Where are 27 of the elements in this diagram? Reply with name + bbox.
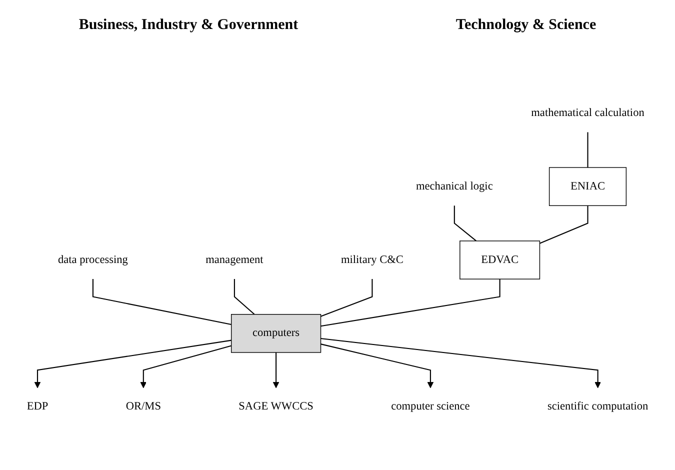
connector [587, 132, 588, 168]
node-text: OR/MS [126, 400, 161, 412]
arrow [140, 345, 232, 388]
arrow [320, 338, 601, 388]
node-box: ENIAC [548, 167, 627, 206]
connector [320, 279, 373, 317]
node-text: EDP [26, 400, 48, 412]
node-text: scientific computation [547, 400, 648, 412]
node-text: mathematical calculation [531, 106, 644, 119]
connector [234, 279, 255, 315]
connector [454, 206, 477, 242]
column-heading: Technology & Science [456, 16, 596, 34]
arrow [272, 352, 280, 388]
connector [320, 279, 500, 327]
connector [540, 206, 588, 244]
node-text: military C&C [340, 254, 404, 266]
node-text: computer science [391, 400, 470, 412]
node-text: data processing [58, 254, 128, 266]
arrow [320, 344, 434, 388]
node-text: SAGE WWCCS [238, 400, 314, 412]
node-box: EDVAC [460, 240, 540, 280]
column-heading: Business, Industry & Government [78, 16, 298, 34]
node-text: management [206, 254, 264, 266]
connector [92, 279, 232, 325]
node-box: computers [230, 314, 322, 353]
arrow [34, 340, 232, 388]
node-text: mechanical logic [416, 180, 493, 192]
